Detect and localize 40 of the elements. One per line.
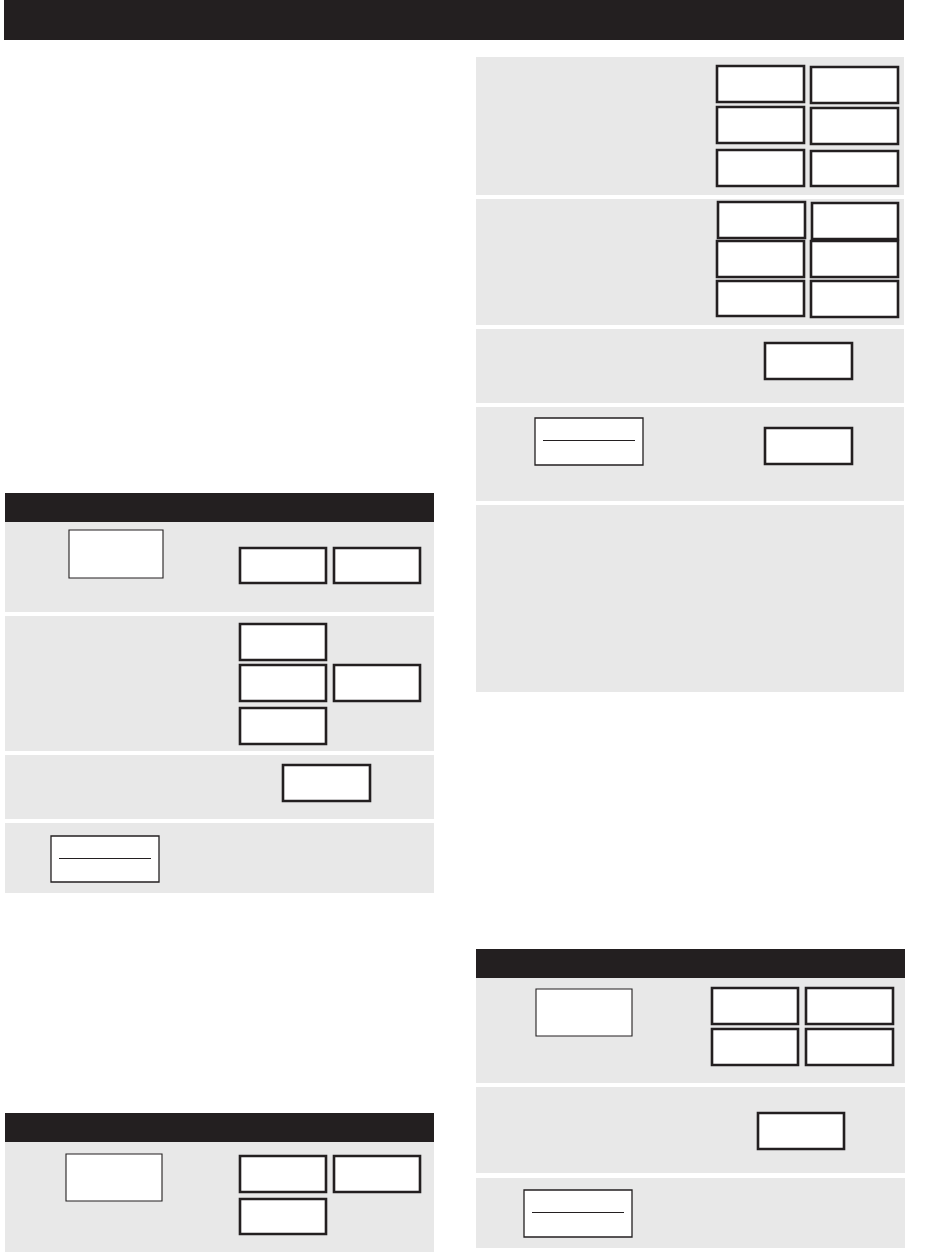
header-bar xyxy=(5,493,434,522)
button-box xyxy=(238,706,328,746)
button-box xyxy=(756,1111,846,1151)
button-box xyxy=(281,763,372,803)
header-bar xyxy=(476,949,905,978)
button-box xyxy=(238,546,328,585)
button-box xyxy=(763,341,854,381)
button-box xyxy=(715,148,806,188)
header-bar xyxy=(5,1113,434,1142)
table-row xyxy=(476,1087,905,1173)
button-box xyxy=(238,663,328,703)
button-box xyxy=(710,1027,800,1067)
button-box xyxy=(715,239,806,279)
button-box xyxy=(809,106,900,146)
display-box xyxy=(68,529,164,579)
display-box xyxy=(534,417,644,466)
button-box xyxy=(763,426,854,466)
display-box xyxy=(50,835,160,883)
button-box xyxy=(715,279,806,318)
button-box xyxy=(710,986,800,1026)
button-box xyxy=(238,1197,328,1236)
button-box xyxy=(809,65,900,105)
button-box xyxy=(810,201,900,241)
button-box xyxy=(238,1154,328,1194)
button-box xyxy=(332,546,422,585)
display-box xyxy=(523,1189,633,1238)
button-box xyxy=(715,64,806,104)
button-box xyxy=(809,239,900,279)
button-box xyxy=(809,149,900,188)
display-box xyxy=(535,988,633,1037)
button-box xyxy=(332,1154,422,1194)
button-box xyxy=(716,200,807,240)
button-box xyxy=(804,1027,895,1067)
button-box xyxy=(238,622,328,662)
header-bar xyxy=(4,0,904,40)
button-box xyxy=(809,279,900,319)
button-box xyxy=(715,105,806,145)
button-box xyxy=(332,663,422,703)
button-box xyxy=(804,986,895,1026)
display-box xyxy=(65,1153,163,1202)
